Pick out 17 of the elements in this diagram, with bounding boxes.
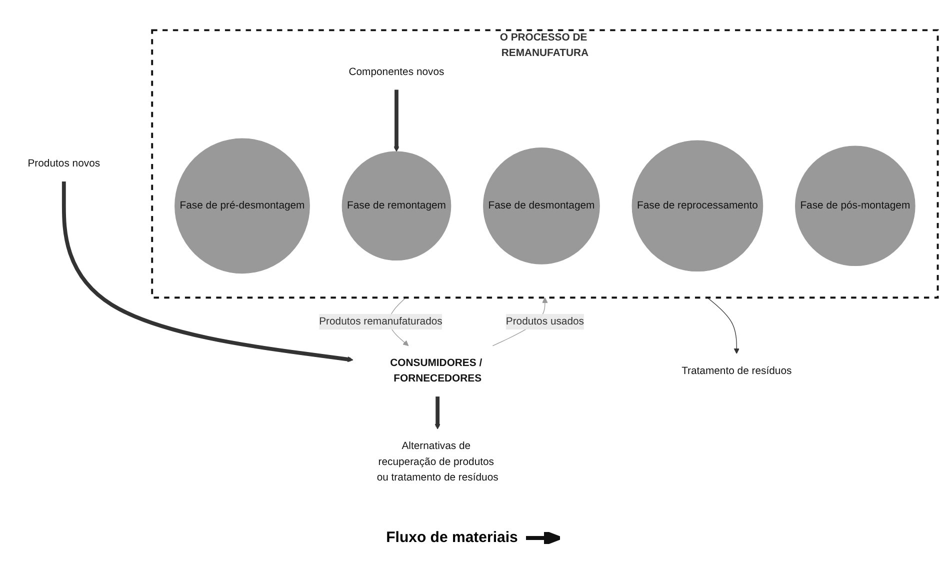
node-text: Componentes novos xyxy=(348,66,444,78)
node-circle: Fase de remontagem xyxy=(342,150,452,260)
node-text: CONSUMIDORES / FORNECEDORES xyxy=(390,357,482,384)
node-circle: Fase de pré-desmontagem xyxy=(174,138,310,274)
node-text: Alternativas de recuperação de produtos ou tratamento de resíduos xyxy=(376,440,498,483)
edge-label: Produtos remanufaturados xyxy=(319,316,442,327)
node-circle: Fase de desmontagem xyxy=(483,147,600,264)
arrow xyxy=(434,396,440,429)
arrow xyxy=(707,297,740,354)
flow-label: Fluxo de materiais xyxy=(386,529,518,546)
node-text: Tratamento de resíduos xyxy=(682,365,792,376)
node-circle: Fase de pós-montagem xyxy=(795,145,916,266)
edge-label: Produtos usados xyxy=(506,316,584,327)
arrow xyxy=(62,181,354,362)
node-circle: Fase de reprocessamento xyxy=(632,140,764,272)
arrow xyxy=(394,89,400,152)
node-text: Produtos novos xyxy=(28,158,100,169)
